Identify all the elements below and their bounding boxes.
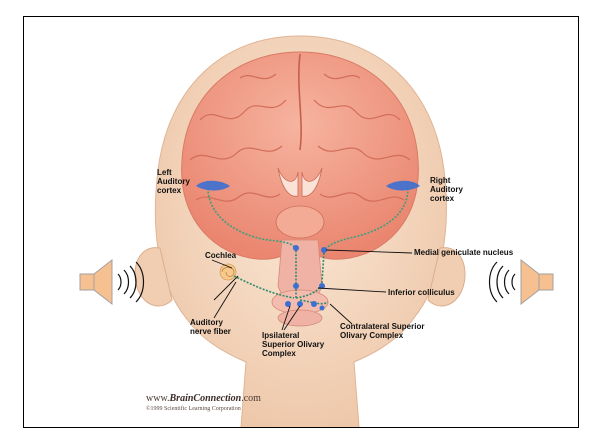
label-inferior-colliculus: Inferior colliculus: [388, 288, 455, 297]
credit-prefix: www.: [146, 393, 170, 404]
credit-copyright: ©1999 Scientific Learning Corporation: [146, 406, 241, 412]
label-medial-geniculate-nucleus: Medial geniculate nucleus: [414, 248, 513, 257]
speaker-icon[interactable]: [490, 260, 554, 304]
credit-suffix: .com: [241, 393, 261, 404]
label-cochlea: Cochlea: [205, 251, 236, 260]
brain: [182, 52, 419, 259]
label-left-auditory-cortex: Left Auditory cortex: [157, 168, 190, 195]
speaker-icon[interactable]: [80, 260, 144, 304]
label-contralateral-soc: Contralateral Superior Olivary Complex: [340, 322, 424, 340]
label-auditory-nerve-fiber: Auditory nerve fiber: [190, 318, 231, 336]
label-ipsilateral-soc: Ipsilateral Superior Olivary Complex: [262, 331, 324, 358]
credit-brand: BrainConnection: [170, 393, 242, 404]
label-right-auditory-cortex: Right Auditory cortex: [430, 176, 463, 203]
credit-url: www.BrainConnection.com: [146, 393, 261, 404]
